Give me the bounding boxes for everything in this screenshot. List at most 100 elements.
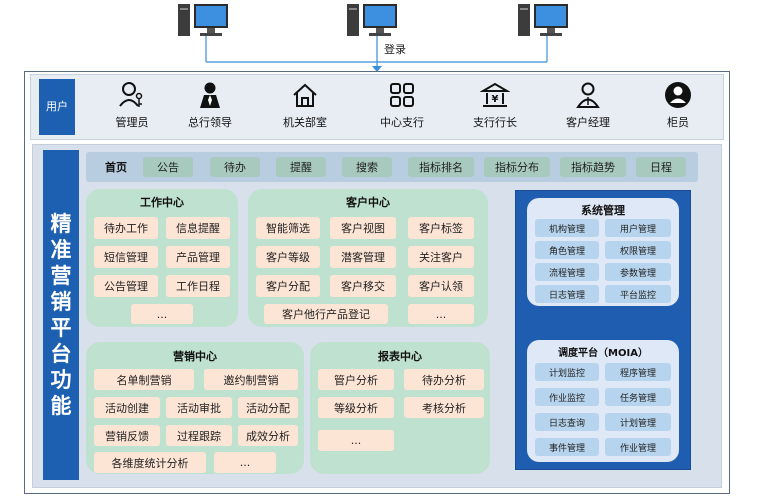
admin-icon [119, 82, 143, 107]
report-item[interactable]: 待办分析 [404, 369, 484, 390]
nav-schedule[interactable]: 日程 [636, 157, 686, 177]
side-title-char: 精 [50, 212, 72, 236]
role-teller: 柜员 [638, 80, 718, 130]
svg-text:¥: ¥ [492, 94, 499, 105]
work-center-title: 工作中心 [140, 196, 184, 209]
system-item[interactable]: 权限管理 [605, 241, 671, 259]
report-center-title: 报表中心 [378, 350, 422, 363]
role-label: 总行领导 [188, 116, 232, 129]
nav-metric-trend[interactable]: 指标趋势 [560, 157, 626, 177]
computer-icon [518, 2, 568, 42]
system-item[interactable]: 机构管理 [535, 219, 599, 237]
work-item[interactable]: 短信管理 [94, 246, 158, 268]
work-item[interactable]: 待办工作 [94, 217, 158, 239]
system-item[interactable]: 用户管理 [605, 219, 671, 237]
system-item[interactable]: 参数管理 [605, 263, 671, 281]
network-diagram [205, 36, 548, 72]
login-label: 登录 [384, 43, 406, 56]
work-item[interactable]: 公告管理 [94, 275, 158, 297]
customer-item[interactable]: 客户移交 [330, 275, 396, 297]
side-title-char: 能 [50, 394, 72, 418]
nav-metric-distribution[interactable]: 指标分布 [484, 157, 550, 177]
nav-reminder[interactable]: 提醒 [276, 157, 326, 177]
marketing-item[interactable]: 活动审批 [166, 397, 232, 418]
grid-icon [390, 83, 414, 107]
work-item[interactable]: 产品管理 [166, 246, 230, 268]
side-title-char: 准 [50, 238, 72, 262]
marketing-item[interactable]: 成效分析 [238, 425, 298, 446]
user-tag: 用户 [39, 79, 75, 135]
nav-metric-rank[interactable]: 指标排名 [408, 157, 474, 177]
user-circle-icon [665, 82, 691, 108]
role-admin: 管理员 [92, 80, 172, 130]
schedule-item[interactable]: 程序管理 [605, 363, 671, 381]
report-item-more[interactable]: ... [318, 430, 394, 451]
customer-item[interactable]: 客户分配 [256, 275, 320, 297]
role-label: 柜员 [667, 116, 689, 129]
marketing-item[interactable]: 名单制营销 [94, 369, 194, 390]
marketing-item[interactable]: 各维度统计分析 [94, 452, 206, 473]
marketing-item[interactable]: 营销反馈 [94, 425, 160, 446]
marketing-item[interactable]: 过程跟踪 [166, 425, 232, 446]
marketing-center-title: 营销中心 [173, 350, 217, 363]
schedule-item[interactable]: 作业管理 [605, 438, 671, 456]
report-item[interactable]: 考核分析 [404, 397, 484, 418]
marketing-item-more[interactable]: ... [214, 452, 276, 473]
customer-item[interactable]: 客户等级 [256, 246, 320, 268]
customer-item[interactable]: 客户认领 [408, 275, 474, 297]
work-item-more[interactable]: ... [131, 304, 193, 324]
role-branch-president: ¥ 支行行长 [455, 80, 535, 130]
role-leader: 总行领导 [170, 80, 250, 130]
report-item[interactable]: 管户分析 [318, 369, 394, 390]
nav-home[interactable]: 首页 [105, 161, 127, 174]
customer-item[interactable]: 客户他行产品登记 [264, 304, 388, 324]
manager-icon [576, 82, 600, 108]
report-item[interactable]: 等级分析 [318, 397, 394, 418]
nav-todo[interactable]: 待办 [210, 157, 260, 177]
role-label: 中心支行 [380, 116, 424, 129]
nav-announcement[interactable]: 公告 [143, 157, 193, 177]
system-item[interactable]: 流程管理 [535, 263, 599, 281]
role-department: 机关部室 [265, 80, 345, 130]
schedule-item[interactable]: 日志查询 [535, 413, 599, 431]
side-title-char: 功 [50, 368, 72, 392]
system-management-title: 系统管理 [581, 204, 625, 217]
system-item[interactable]: 日志管理 [535, 285, 599, 303]
work-item[interactable]: 信息提醒 [166, 217, 230, 239]
role-account-manager: 客户经理 [548, 80, 628, 130]
schedule-item[interactable]: 计划管理 [605, 413, 671, 431]
schedule-platform-title: 调度平台（MOIA） [558, 348, 648, 359]
customer-item[interactable]: 客户视图 [330, 217, 396, 239]
nav-search[interactable]: 搜索 [342, 157, 392, 177]
side-title-char: 台 [50, 342, 72, 366]
marketing-item[interactable]: 邀约制营销 [204, 369, 298, 390]
side-title-char: 销 [50, 290, 72, 314]
customer-item[interactable]: 关注客户 [408, 246, 474, 268]
marketing-item[interactable]: 活动分配 [238, 397, 298, 418]
bank-icon: ¥ [480, 82, 510, 107]
role-center-branch: 中心支行 [362, 80, 442, 130]
system-item[interactable]: 角色管理 [535, 241, 599, 259]
customer-item-more[interactable]: ... [408, 304, 474, 324]
user-bar [30, 74, 724, 140]
schedule-item[interactable]: 作业监控 [535, 388, 599, 406]
leader-icon [200, 82, 220, 108]
customer-item[interactable]: 客户标签 [408, 217, 474, 239]
system-item[interactable]: 平台监控 [605, 285, 671, 303]
home-icon [293, 83, 317, 107]
customer-center-title: 客户中心 [346, 196, 390, 209]
work-item[interactable]: 工作日程 [166, 275, 230, 297]
customer-item[interactable]: 潜客管理 [330, 246, 396, 268]
role-label: 客户经理 [566, 116, 610, 129]
computer-icon [347, 2, 397, 42]
schedule-item[interactable]: 事件管理 [535, 438, 599, 456]
customer-item[interactable]: 智能筛选 [256, 217, 320, 239]
schedule-item[interactable]: 计划监控 [535, 363, 599, 381]
side-title-char: 平 [50, 316, 72, 340]
marketing-item[interactable]: 活动创建 [94, 397, 160, 418]
computer-icon [178, 2, 228, 42]
side-title-char: 营 [50, 264, 72, 288]
role-label: 机关部室 [283, 116, 327, 129]
schedule-item[interactable]: 任务管理 [605, 388, 671, 406]
role-label: 支行行长 [473, 116, 517, 129]
